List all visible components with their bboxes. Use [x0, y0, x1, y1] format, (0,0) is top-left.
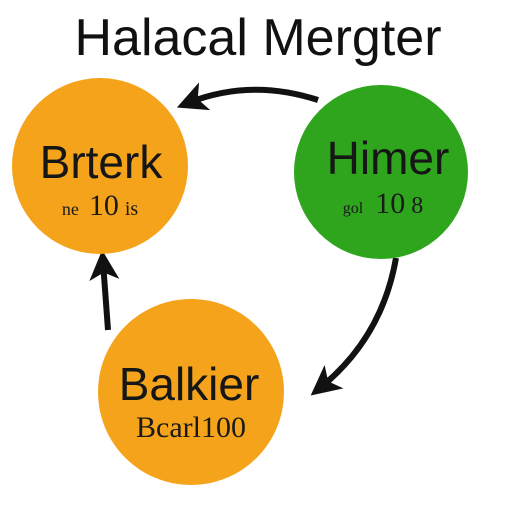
- node-himer-sub-tail: 8: [411, 193, 423, 219]
- node-himer-sub-small: gol: [343, 200, 364, 217]
- node-brterk-sub: ne 10 is: [62, 189, 139, 222]
- node-balkier-sub: Bcarl100: [136, 411, 246, 444]
- node-himer-label: Himer: [327, 132, 450, 184]
- node-brterk-circle: [12, 78, 188, 254]
- node-brterk-sub-tail: is: [125, 198, 139, 220]
- arrow-himer-to-balkier: [310, 257, 399, 396]
- arrow-balkier-to-brterk: [89, 250, 120, 331]
- diagram-title: Halacal Mergter: [74, 9, 441, 67]
- node-himer-sub-large: 10: [375, 187, 405, 220]
- node-brterk: Brterk ne 10 is: [12, 78, 188, 254]
- node-balkier: Balkier Bcarl100: [98, 299, 284, 485]
- node-brterk-sub-large: 10: [89, 189, 119, 222]
- node-brterk-label: Brterk: [40, 136, 164, 188]
- node-himer-sub: gol 10 8: [343, 187, 423, 220]
- node-balkier-circle: [98, 299, 284, 485]
- node-brterk-sub-small: ne: [62, 199, 79, 219]
- node-himer-circle: [294, 85, 468, 259]
- arrow-himer-to-brterk: [176, 82, 319, 111]
- node-balkier-label: Balkier: [119, 358, 260, 410]
- node-himer: Himer gol 10 8: [294, 85, 468, 259]
